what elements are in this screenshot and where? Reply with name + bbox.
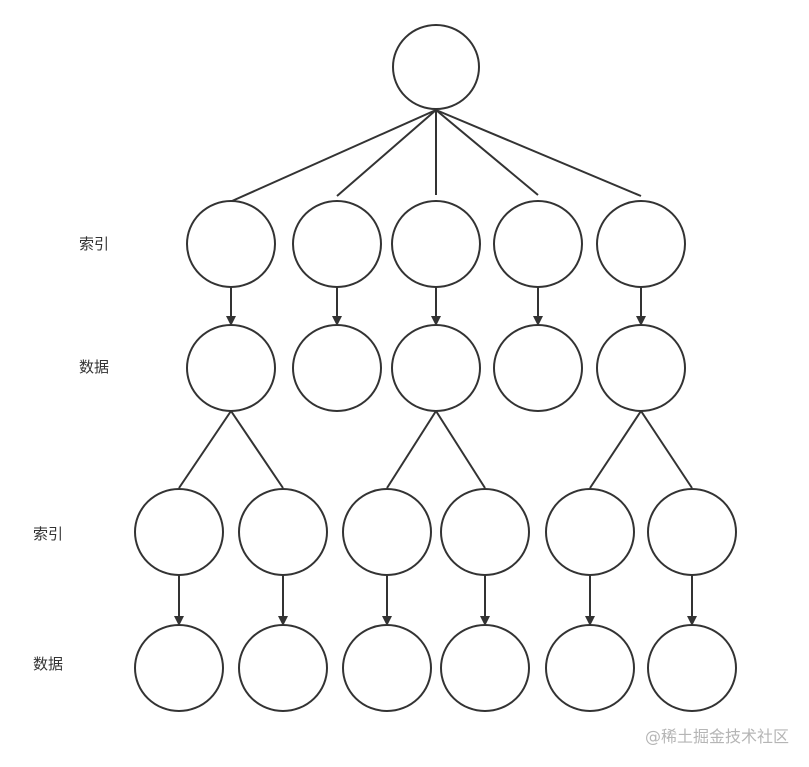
data-node-l2-6	[647, 624, 737, 712]
data-node-l1-4	[493, 324, 583, 412]
index-node-l1-4	[493, 200, 583, 288]
edge-data-to-index-l2-2	[230, 410, 284, 489]
index-node-l2-4	[440, 488, 530, 576]
edge-data-to-index-l2-3	[386, 410, 437, 489]
index-node-l2-5	[545, 488, 635, 576]
index-node-l2-3	[342, 488, 432, 576]
index-node-l1-1	[186, 200, 276, 288]
row-label-data-level-1: 数据	[79, 358, 110, 376]
data-node-l2-2	[238, 624, 328, 712]
edge-root-to-index-4	[435, 109, 539, 196]
edge-data-to-index-l2-1	[178, 410, 232, 489]
index-node-l1-3	[391, 200, 481, 288]
edge-root-to-index-2	[336, 109, 437, 197]
row-label-index-level-1: 索引	[79, 235, 110, 253]
row-label-index-level-2: 索引	[33, 525, 64, 543]
root-node	[392, 24, 480, 110]
data-node-l1-2	[292, 324, 382, 412]
watermark: @稀土掘金技术社区	[644, 727, 789, 746]
index-node-l2-2	[238, 488, 328, 576]
edge-root-to-index-5	[435, 109, 642, 197]
index-node-l1-5	[596, 200, 686, 288]
data-node-l2-4	[440, 624, 530, 712]
edge-data-to-index-l2-4	[435, 410, 486, 489]
node-layer	[134, 24, 737, 712]
edge-data-to-index-l2-5	[589, 410, 642, 489]
edge-root-to-index-1	[231, 109, 437, 202]
index-node-l1-2	[292, 200, 382, 288]
edge-layer	[174, 109, 697, 626]
data-node-l1-1	[186, 324, 276, 412]
data-node-l2-5	[545, 624, 635, 712]
data-node-l1-5	[596, 324, 686, 412]
index-node-l2-1	[134, 488, 224, 576]
row-label-data-level-2: 数据	[33, 655, 64, 673]
data-node-l2-3	[342, 624, 432, 712]
data-node-l2-1	[134, 624, 224, 712]
index-node-l2-6	[647, 488, 737, 576]
edge-data-to-index-l2-6	[640, 410, 693, 489]
data-node-l1-3	[391, 324, 481, 412]
